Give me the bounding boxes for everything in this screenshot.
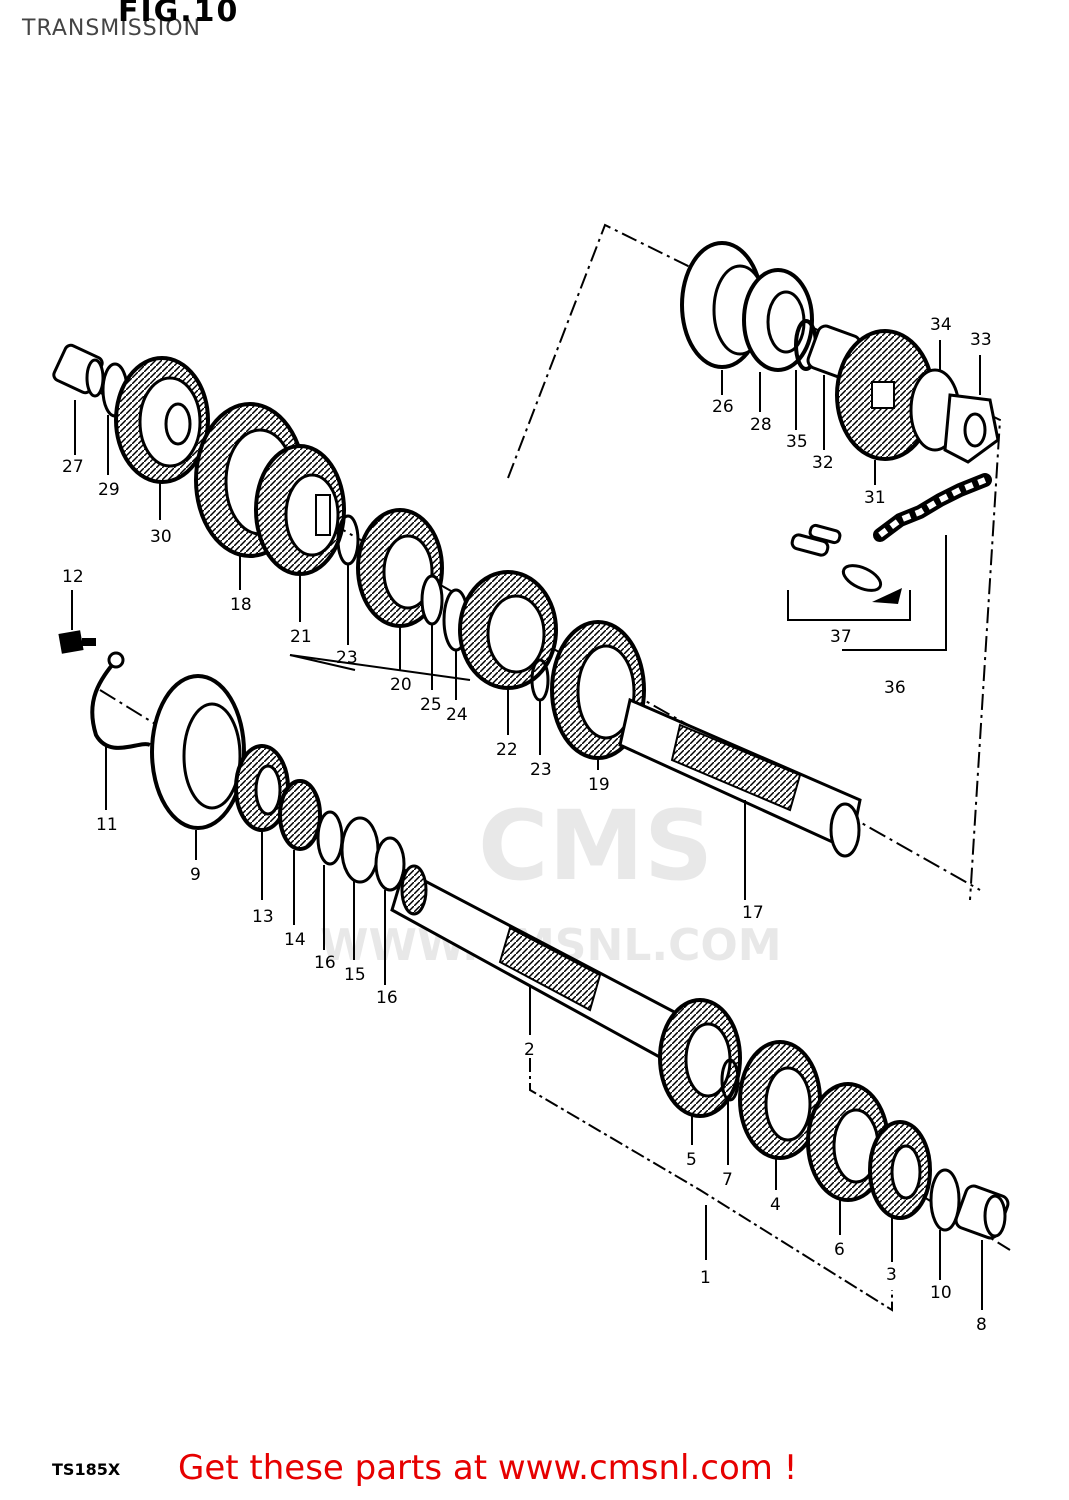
callout-8: 8: [976, 1315, 987, 1335]
part-21-gear: [254, 444, 346, 576]
part-6-gear: [806, 1082, 890, 1202]
callout-19: 19: [588, 775, 610, 795]
callout-28: 28: [750, 415, 772, 435]
part-30-gear: [114, 356, 210, 484]
part-37-chain-joint: [790, 523, 902, 604]
callout-23-b: 23: [530, 760, 552, 780]
bracket-group-36: [842, 535, 947, 651]
part-22-gear: [458, 570, 558, 690]
callout-20: 20: [390, 675, 412, 695]
part-36-drive-chain: [873, 473, 992, 542]
callout-37: 37: [830, 627, 852, 647]
part-5-gear: [658, 998, 742, 1118]
callout-14: 14: [284, 930, 306, 950]
callout-34: 34: [930, 315, 952, 335]
callout-6: 6: [834, 1240, 845, 1260]
callout-17: 17: [742, 903, 764, 923]
figure-label: FIG.10: [118, 0, 240, 29]
group-frame: [507, 223, 1002, 901]
part-4-gear: [738, 1040, 822, 1160]
part-23-circlip-upper: [336, 514, 360, 566]
part-10-washer: [929, 1168, 961, 1232]
part-16-washer-b: [374, 836, 406, 892]
part-33-nut: [943, 393, 1000, 464]
model-code: TS185X: [52, 1460, 121, 1479]
leader-lines: [71, 340, 983, 1310]
part-27-bushing: [52, 343, 105, 398]
callout-1: 1: [700, 1268, 711, 1288]
callout-4: 4: [770, 1195, 781, 1215]
callout-33: 33: [970, 330, 992, 350]
part-15-washer: [340, 816, 380, 884]
part-25-washer: [420, 574, 444, 626]
callout-9: 9: [190, 865, 201, 885]
callout-13: 13: [252, 907, 274, 927]
callout-7: 7: [722, 1170, 733, 1190]
callout-24: 24: [446, 705, 468, 725]
callout-10: 10: [930, 1283, 952, 1303]
callout-12: 12: [62, 567, 84, 587]
part-20-gear: [356, 508, 444, 628]
part-12-bolt: [58, 630, 96, 654]
part-14-gear: [278, 779, 322, 851]
part-28-oil-seal: [742, 268, 814, 372]
bracket-23-a: [289, 654, 471, 681]
callout-35: 35: [786, 432, 808, 452]
callout-2: 2: [524, 1040, 535, 1060]
callout-36: 36: [884, 678, 906, 698]
callout-25: 25: [420, 695, 442, 715]
callout-27: 27: [62, 457, 84, 477]
callout-22: 22: [496, 740, 518, 760]
callout-32: 32: [812, 453, 834, 473]
callout-16-b: 16: [376, 988, 398, 1008]
callout-15: 15: [344, 965, 366, 985]
part-8-bushing: [954, 1184, 1010, 1240]
callout-16-a: 16: [314, 953, 336, 973]
callout-21: 21: [290, 627, 312, 647]
part-16-washer-a: [316, 810, 344, 866]
callout-3: 3: [886, 1265, 897, 1285]
part-7-circlip: [720, 1058, 740, 1102]
callout-31: 31: [864, 488, 886, 508]
call-to-action-link[interactable]: Get these parts at www.cmsnl.com !: [178, 1448, 798, 1488]
callout-30: 30: [150, 527, 172, 547]
callout-29: 29: [98, 480, 120, 500]
watermark-brand: CMS: [478, 790, 714, 902]
part-2-mainshaft: [390, 864, 682, 1063]
callout-11: 11: [96, 815, 118, 835]
callout-5: 5: [686, 1150, 697, 1170]
callout-26: 26: [712, 397, 734, 417]
callout-23-a: 23: [336, 648, 358, 668]
bracket-group-37: [787, 590, 911, 621]
callout-labels: 1 2 3 4 5 6 7 8 9 10 11 12 13 14 15 16 1…: [62, 315, 992, 1335]
page-title: TRANSMISSION: [22, 16, 201, 41]
bracket-23-b: [289, 654, 356, 671]
part-17-countershaft: [618, 697, 862, 858]
part-3-gear: [868, 1120, 932, 1220]
part-9-bearing: [150, 674, 246, 830]
callout-18: 18: [230, 595, 252, 615]
part-19-gear: [550, 620, 646, 760]
part-11-retainer: [90, 658, 151, 750]
bracket-group-1: [529, 1058, 893, 1312]
